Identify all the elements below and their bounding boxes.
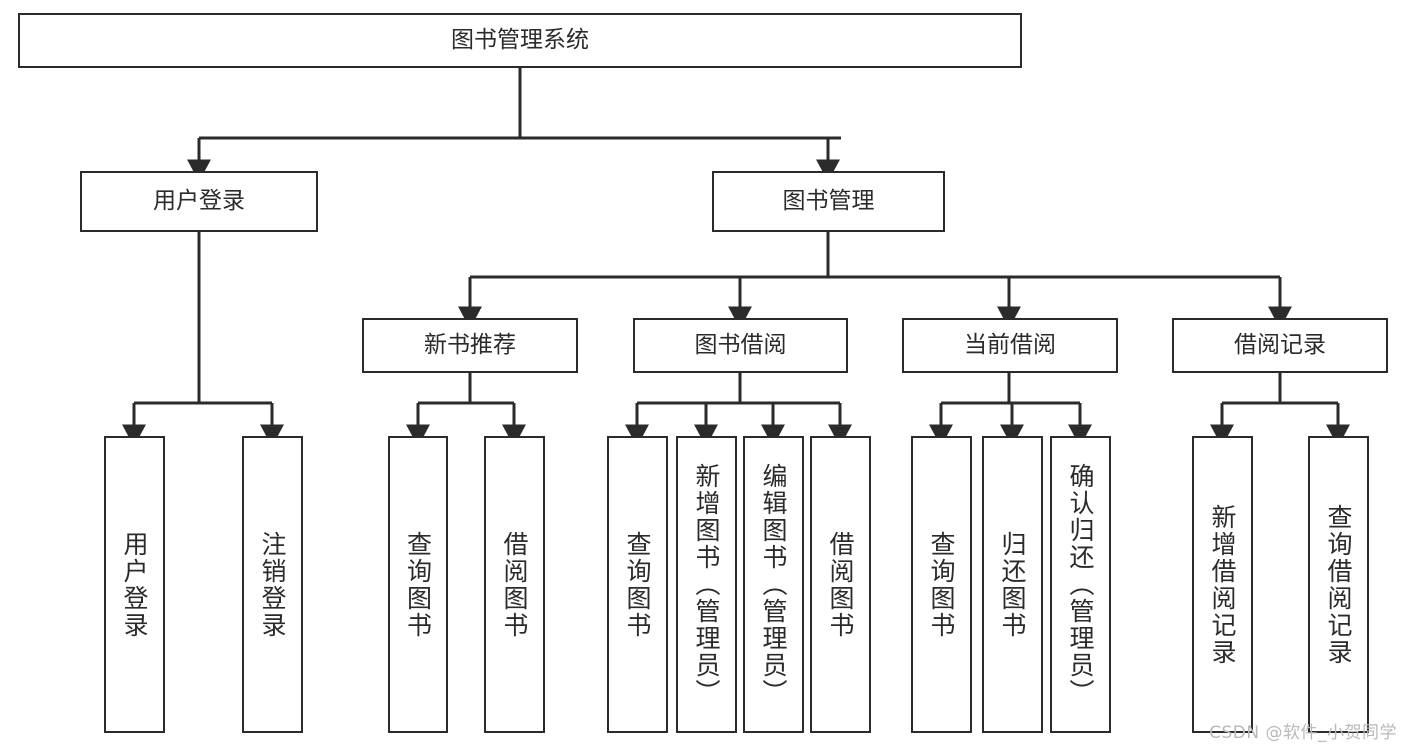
node-leaf-user-login-label: 用户登录 (120, 530, 149, 639)
node-root-label: 图书管理系统 (451, 26, 589, 53)
node-leaf-query-book-borrow[interactable]: 查询图书 (607, 436, 668, 733)
node-leaf-borrow-book-rec[interactable]: 借阅图书 (484, 436, 545, 733)
node-borrow-record-label: 借阅记录 (1234, 331, 1326, 358)
node-leaf-borrow-book-label: 借阅图书 (826, 530, 855, 639)
node-root[interactable]: 图书管理系统 (18, 13, 1022, 68)
node-leaf-query-book-cur-label: 查询图书 (927, 530, 956, 639)
node-leaf-add-record-label: 新增借阅记录 (1208, 503, 1237, 666)
node-leaf-user-login[interactable]: 用户登录 (104, 436, 165, 733)
csdn-watermark: CSDN @软件_小贺同学 (1209, 723, 1397, 743)
node-borrow-record[interactable]: 借阅记录 (1172, 318, 1388, 373)
node-leaf-return-book[interactable]: 归还图书 (982, 436, 1043, 733)
node-leaf-logout-label: 注销登录 (258, 530, 287, 639)
node-leaf-confirm-return[interactable]: 确认归还（管理员） (1050, 436, 1111, 733)
node-book-borrow[interactable]: 图书借阅 (633, 318, 848, 373)
node-leaf-edit-book-label: 编辑图书（管理员） (759, 463, 788, 706)
node-new-book-recommend-label: 新书推荐 (424, 331, 516, 358)
node-leaf-borrow-book-rec-label: 借阅图书 (500, 530, 529, 639)
node-leaf-query-record-label: 查询借阅记录 (1324, 503, 1353, 666)
node-user-login-label: 用户登录 (153, 187, 245, 214)
node-new-book-recommend[interactable]: 新书推荐 (362, 318, 578, 373)
node-leaf-add-book-label: 新增图书（管理员） (692, 463, 721, 706)
node-leaf-confirm-return-label: 确认归还（管理员） (1066, 463, 1095, 706)
node-current-borrow[interactable]: 当前借阅 (902, 318, 1118, 373)
node-user-login[interactable]: 用户登录 (80, 171, 318, 232)
node-leaf-edit-book[interactable]: 编辑图书（管理员） (743, 436, 804, 733)
node-leaf-query-book-cur[interactable]: 查询图书 (911, 436, 972, 733)
node-leaf-query-record[interactable]: 查询借阅记录 (1308, 436, 1369, 733)
node-current-borrow-label: 当前借阅 (964, 331, 1056, 358)
node-leaf-query-book-borrow-label: 查询图书 (623, 530, 652, 639)
node-book-borrow-label: 图书借阅 (694, 331, 787, 358)
node-leaf-add-record[interactable]: 新增借阅记录 (1192, 436, 1253, 733)
node-leaf-add-book[interactable]: 新增图书（管理员） (676, 436, 737, 733)
node-leaf-logout[interactable]: 注销登录 (242, 436, 303, 733)
node-leaf-query-book-rec[interactable]: 查询图书 (388, 436, 448, 733)
node-leaf-borrow-book[interactable]: 借阅图书 (810, 436, 871, 733)
node-leaf-return-book-label: 归还图书 (998, 530, 1027, 639)
node-book-manage[interactable]: 图书管理 (712, 171, 945, 232)
node-leaf-query-book-rec-label: 查询图书 (403, 530, 433, 639)
node-book-manage-label: 图书管理 (782, 187, 875, 214)
